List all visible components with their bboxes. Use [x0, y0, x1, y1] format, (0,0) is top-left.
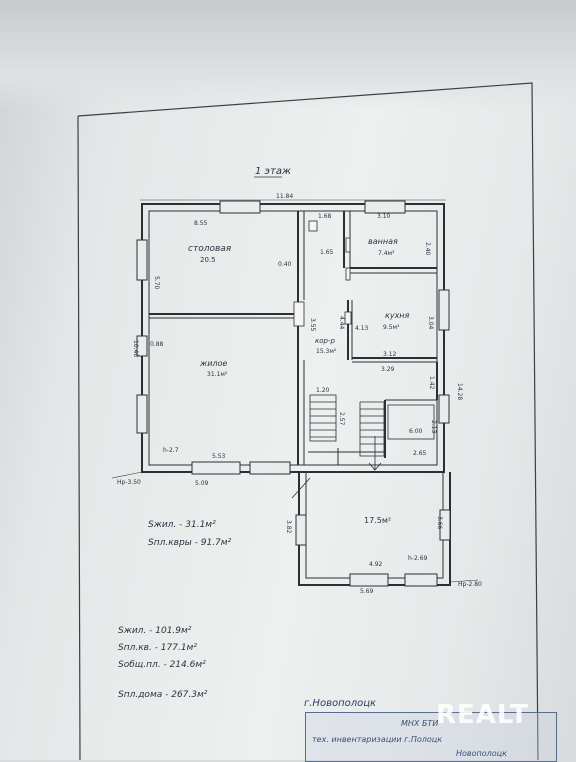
dim-label: 6.00: [409, 428, 423, 435]
room-corridor-area: 15.3м²: [316, 348, 337, 355]
dim-label: 3.04: [427, 316, 434, 330]
dim-label: 3.66: [436, 516, 443, 530]
dim-label: 5.53: [212, 453, 226, 460]
dim-label: 3.55: [309, 318, 316, 332]
frame-border-left: [77, 115, 81, 760]
dimension-labels: 8.55 1.68 3.10 5.70 2.40 0.40 1.65 3.55 …: [117, 213, 482, 595]
height-mark: h-2.7: [163, 447, 179, 454]
dim-label: 2.13: [430, 420, 437, 434]
dim-label: 2.65: [413, 450, 427, 457]
floor-level-mark: Нр-3.50: [117, 479, 141, 486]
dim-label: 5.09: [195, 480, 209, 487]
room-bath-name: ванная: [368, 237, 398, 246]
dim-label: 5.70: [153, 276, 160, 290]
dim-label: 0.40: [278, 261, 292, 268]
fixtures: [293, 220, 352, 327]
stat-house-area: Sпл.дома - 267.3м²: [118, 690, 208, 700]
stat-total-living: Sжил. - 101.9м²: [118, 626, 192, 636]
realt-watermark: REALT: [436, 700, 529, 730]
dim-label: 1.65: [320, 249, 334, 256]
dim-label: 10.40: [132, 340, 139, 357]
stamp-line-1: МНХ БТИ: [401, 719, 439, 728]
dim-overall-width: 11.84: [276, 193, 293, 200]
dim-label: 3.12: [383, 351, 397, 358]
room-living-area: 31.1м²: [207, 371, 228, 378]
stamp-line-3: Новополоцк: [456, 749, 507, 758]
room-annex-area: 17.5м²: [364, 516, 391, 525]
room-dining-area: 20.5: [200, 256, 216, 264]
room-kitchen-area: 9.5м²: [383, 324, 400, 331]
dim-label: 1.20: [316, 387, 330, 394]
dim-label: 4.44: [338, 316, 345, 330]
room-living-name: жилое: [199, 359, 227, 368]
staircase: [291, 394, 435, 499]
height-mark: h-2.69: [408, 555, 428, 562]
windows: [136, 200, 451, 587]
stat-gross-area: Sобщ.пл. - 214.6м²: [118, 660, 206, 670]
bti-stamp: МНХ БТИ тех. инвентаризации г.Полоцк Нов…: [305, 712, 557, 762]
dim-label: 14.28: [456, 383, 463, 400]
dim-label: 2.40: [424, 242, 431, 256]
stat-living-area: Sжил. - 31.1м²: [148, 520, 216, 530]
room-dining-name: столовая: [188, 244, 232, 254]
room-bath-area: 7.4м²: [378, 250, 395, 257]
room-corridor-name: кор-р: [315, 337, 335, 345]
dim-label: 3.10: [377, 213, 391, 220]
city-handwriting: г.Новополоцк: [304, 698, 377, 709]
dim-label: 4.13: [355, 325, 369, 332]
dim-label: 0.88: [150, 341, 164, 348]
room-kitchen-name: кухня: [385, 311, 410, 320]
dim-label: 3.82: [285, 520, 292, 534]
dim-label: 2.57: [338, 412, 345, 426]
dim-label: 1.42: [428, 376, 435, 390]
frame-border: [77, 82, 539, 760]
stat-apartment-total: Sпл.кв. - 177.1м²: [118, 643, 197, 653]
stamp-line-2: тех. инвентаризации г.Полоцк: [312, 735, 443, 744]
dim-label: 3.29: [381, 366, 395, 373]
plan-title: 1 этаж: [255, 166, 291, 177]
dim-label: 5.69: [360, 588, 374, 595]
stat-apartment-area: Sпл.квры - 91.7м²: [148, 538, 232, 548]
paper-fold-shadow: [0, 0, 576, 110]
floor-level-mark: Нр-2.80: [458, 581, 482, 588]
dim-label: 1.68: [318, 213, 332, 220]
dim-label: 8.55: [194, 220, 208, 227]
dim-label: 4.92: [369, 561, 383, 568]
